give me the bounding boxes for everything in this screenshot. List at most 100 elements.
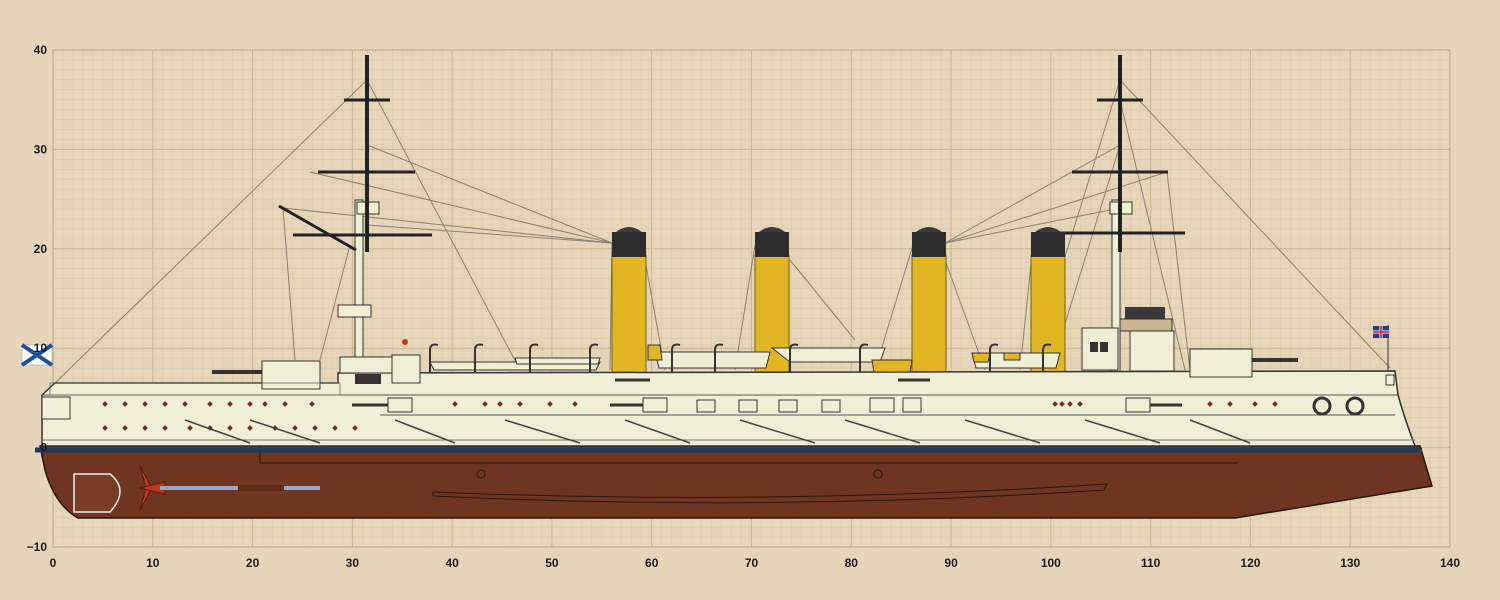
rudder — [73, 473, 121, 513]
boats — [429, 344, 1061, 373]
scuttle — [332, 425, 338, 431]
scuttle — [312, 425, 318, 431]
scuttle — [547, 401, 553, 407]
davit — [429, 343, 439, 372]
y-tick-label: 40 — [34, 43, 48, 57]
forward-turret — [1189, 348, 1298, 378]
stern-gallery — [41, 396, 71, 420]
scuttle — [182, 401, 188, 407]
scuttle — [309, 401, 315, 407]
casemate-guns — [352, 378, 1182, 407]
rigging — [54, 79, 1391, 384]
net-boom — [184, 419, 251, 444]
scuttle — [572, 401, 578, 407]
scuttle — [282, 401, 288, 407]
scuttle — [227, 401, 233, 407]
davit — [474, 343, 484, 372]
funnel-1 — [611, 227, 647, 374]
net-boom — [394, 419, 456, 444]
x-tick-label: 20 — [246, 556, 260, 570]
y-tick-label: 0 — [40, 441, 47, 455]
funnel-4 — [1030, 227, 1066, 374]
boat-davits — [429, 343, 1052, 372]
scuttles — [102, 401, 1278, 431]
propeller-icon — [139, 465, 166, 511]
x-tick-label: 110 — [1141, 556, 1161, 570]
scuttle — [122, 425, 128, 431]
scuttle — [497, 401, 503, 407]
x-tick-label: 60 — [645, 556, 659, 570]
davit — [989, 343, 999, 372]
st-andrew-ensign-icon — [20, 343, 54, 367]
scuttle — [1052, 401, 1058, 407]
scuttle — [1252, 401, 1258, 407]
x-tick-label: 140 — [1440, 556, 1460, 570]
net-boom — [844, 419, 921, 444]
net-booms — [184, 419, 1251, 444]
y-tick-label: 30 — [34, 142, 48, 156]
davit — [529, 343, 539, 372]
scuttle — [1059, 401, 1065, 407]
net-boom — [504, 419, 581, 444]
porthole-fwd — [873, 469, 883, 479]
bridge — [1081, 307, 1175, 372]
plot-frame — [52, 49, 1451, 548]
y-tick-label: 20 — [34, 242, 48, 256]
scuttle — [1207, 401, 1213, 407]
scuttle — [352, 425, 358, 431]
y-tick-label: 10 — [34, 341, 48, 355]
scuttle — [517, 401, 523, 407]
net-boom — [249, 419, 321, 444]
net-boom — [1084, 419, 1161, 444]
scuttle — [292, 425, 298, 431]
scuttle — [142, 401, 148, 407]
x-tick-label: 120 — [1240, 556, 1260, 570]
porthole-aft — [476, 469, 486, 479]
x-tick-label: 10 — [146, 556, 160, 570]
bow-chock — [1385, 374, 1395, 386]
bilge-keel — [432, 483, 1108, 504]
davit — [789, 343, 799, 372]
x-tick-label: 80 — [845, 556, 859, 570]
davit — [589, 343, 599, 372]
x-tick-label: 90 — [944, 556, 958, 570]
scuttle — [102, 401, 108, 407]
anchor-icon — [1312, 396, 1365, 416]
upper-hull — [41, 370, 1417, 447]
scuttle — [207, 401, 213, 407]
scuttle — [262, 401, 268, 407]
x-tick-label: 100 — [1041, 556, 1061, 570]
net-boom — [964, 419, 1041, 444]
net-boom — [624, 419, 691, 444]
scuttle — [247, 401, 253, 407]
scuttle — [482, 401, 488, 407]
x-tick-label: 30 — [346, 556, 360, 570]
davit — [714, 343, 724, 372]
jack-flag-icon — [1373, 325, 1389, 371]
scuttle — [122, 401, 128, 407]
casemates — [387, 397, 1151, 413]
davit — [859, 343, 869, 372]
scuttle — [247, 425, 253, 431]
scuttle — [1227, 401, 1233, 407]
davit — [1042, 343, 1052, 372]
scuttle — [1067, 401, 1073, 407]
shaft-bracket — [238, 485, 284, 491]
mainmast — [1058, 55, 1185, 381]
aft-superstructure — [49, 360, 341, 396]
foremast — [278, 55, 432, 381]
funnel-3 — [911, 227, 947, 374]
scuttle — [142, 425, 148, 431]
net-boom — [739, 419, 816, 444]
net-boom — [1189, 419, 1251, 444]
scuttle — [162, 401, 168, 407]
x-tick-label: 70 — [745, 556, 759, 570]
scuttle — [452, 401, 458, 407]
x-tick-label: 50 — [545, 556, 559, 570]
scuttle — [227, 425, 233, 431]
lower-hull — [39, 445, 1433, 519]
aft-bridge — [339, 339, 421, 384]
